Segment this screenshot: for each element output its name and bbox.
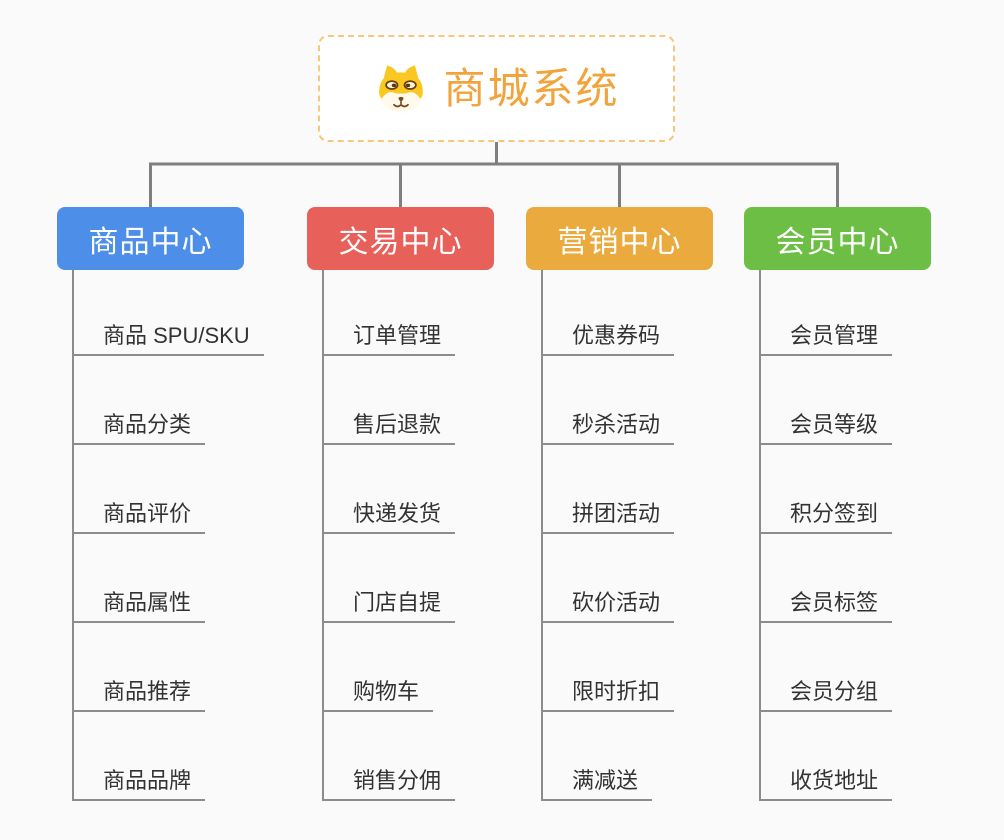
child-node-label: 会员标签 [790,589,879,615]
child-node[interactable]: 会员等级 [761,356,893,445]
child-node[interactable]: 商品分类 [74,356,206,445]
branch-node-product-center[interactable]: 商品中心 [57,207,244,270]
child-node[interactable]: 会员分组 [761,623,893,712]
child-node[interactable]: 会员标签 [761,534,893,623]
branch-node-trade-center[interactable]: 交易中心 [307,207,494,270]
child-node-label: 砍价活动 [572,589,661,615]
branch-column-member-center: 会员中心 会员管理 会员等级 积分签到 会员标签 会员分组 收货地址 [744,207,931,801]
child-node[interactable]: 商品 SPU/SKU [74,270,264,356]
child-node[interactable]: 收货地址 [761,712,893,801]
child-node-label: 收货地址 [790,767,879,793]
child-node-label: 商品品牌 [103,767,192,793]
child-node-label: 秒杀活动 [572,411,661,437]
child-node[interactable]: 商品评价 [74,445,206,534]
branch-node-member-center[interactable]: 会员中心 [744,207,931,270]
child-node-label: 购物车 [353,678,420,704]
child-node-label: 商品推荐 [103,678,192,704]
branch-children-product-center: 商品 SPU/SKU 商品分类 商品评价 商品属性 商品推荐 商品品牌 [72,270,264,801]
child-node-label: 售后退款 [353,411,442,437]
child-node[interactable]: 会员管理 [761,270,893,356]
child-node[interactable]: 优惠券码 [543,270,675,356]
child-node[interactable]: 销售分佣 [324,712,456,801]
child-node-label: 会员管理 [790,322,879,348]
child-node-label: 积分签到 [790,500,879,526]
child-node[interactable]: 快递发货 [324,445,456,534]
branch-column-product-center: 商品中心 商品 SPU/SKU 商品分类 商品评价 商品属性 商品推荐 商品品牌 [57,207,264,801]
child-node[interactable]: 商品属性 [74,534,206,623]
child-node-label: 拼团活动 [572,500,661,526]
child-node-label: 商品 SPU/SKU [103,322,250,348]
child-node[interactable]: 订单管理 [324,270,456,356]
child-node[interactable]: 拼团活动 [543,445,675,534]
child-node-label: 会员等级 [790,411,879,437]
branch-children-marketing-center: 优惠券码 秒杀活动 拼团活动 砍价活动 限时折扣 满减送 [541,270,675,801]
child-node[interactable]: 商品推荐 [74,623,206,712]
child-node[interactable]: 积分签到 [761,445,893,534]
child-node[interactable]: 满减送 [543,712,653,801]
branch-node-marketing-center[interactable]: 营销中心 [526,207,713,270]
child-node-label: 优惠券码 [572,322,661,348]
child-node[interactable]: 购物车 [324,623,434,712]
branch-column-trade-center: 交易中心 订单管理 售后退款 快递发货 门店自提 购物车 销售分佣 [307,207,494,801]
child-node[interactable]: 秒杀活动 [543,356,675,445]
child-node[interactable]: 商品品牌 [74,712,206,801]
child-node-label: 商品分类 [103,411,192,437]
root-node[interactable]: 商城系统 [318,35,675,142]
shiba-dog-icon [379,64,424,113]
child-node[interactable]: 门店自提 [324,534,456,623]
child-node-label: 限时折扣 [572,678,661,704]
child-node-label: 满减送 [572,767,639,793]
root-title: 商城系统 [443,64,620,112]
branch-column-marketing-center: 营销中心 优惠券码 秒杀活动 拼团活动 砍价活动 限时折扣 满减送 [526,207,713,801]
child-node-label: 快递发货 [353,500,442,526]
child-node-label: 门店自提 [353,589,442,615]
branch-children-member-center: 会员管理 会员等级 积分签到 会员标签 会员分组 收货地址 [759,270,893,801]
child-node-label: 商品属性 [103,589,192,615]
child-node-label: 销售分佣 [353,767,442,793]
child-node-label: 订单管理 [353,322,442,348]
child-node[interactable]: 限时折扣 [543,623,675,712]
branch-children-trade-center: 订单管理 售后退款 快递发货 门店自提 购物车 销售分佣 [322,270,456,801]
child-node-label: 商品评价 [103,500,192,526]
child-node-label: 会员分组 [790,678,879,704]
child-node[interactable]: 售后退款 [324,356,456,445]
child-node[interactable]: 砍价活动 [543,534,675,623]
